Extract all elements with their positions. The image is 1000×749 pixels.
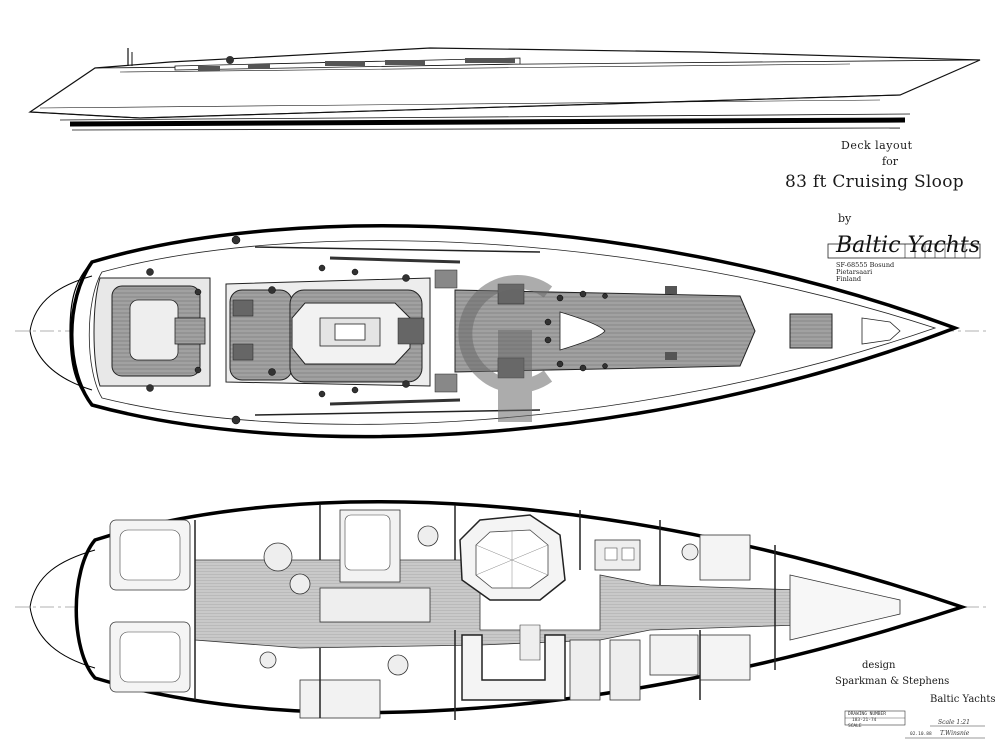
baltic-yachts-logo: Baltic Yachts xyxy=(827,233,981,259)
svg-text:Baltic Yachts: Baltic Yachts xyxy=(835,233,980,258)
accommodation-plan xyxy=(15,500,990,720)
heading-deck-layout: Deck layout xyxy=(841,139,913,152)
designer-name: Sparkman & Stephens xyxy=(835,676,950,687)
drawn-by: T.Winsnie xyxy=(940,730,970,737)
drawing-date: 02.10.88 xyxy=(910,732,932,737)
scale-label: SCALE xyxy=(848,724,862,729)
builder-address: SF-68555 Bosund Pietarsaari Finland xyxy=(836,261,895,283)
drawing-number: 183-21-74 xyxy=(852,718,877,723)
by-label: by xyxy=(838,212,852,225)
hull-profile xyxy=(28,47,981,131)
design-label: design xyxy=(862,660,896,671)
title-block xyxy=(844,710,985,739)
drawing-number-label: DRAWING NUMBER xyxy=(848,712,886,717)
drawing-title: 83 ft Cruising Sloop xyxy=(785,172,964,192)
scale-value: Scale 1:21 xyxy=(938,719,970,726)
builder-credit: Baltic Yachts xyxy=(930,694,996,705)
heading-for: for xyxy=(882,155,898,168)
watermark xyxy=(458,275,553,422)
